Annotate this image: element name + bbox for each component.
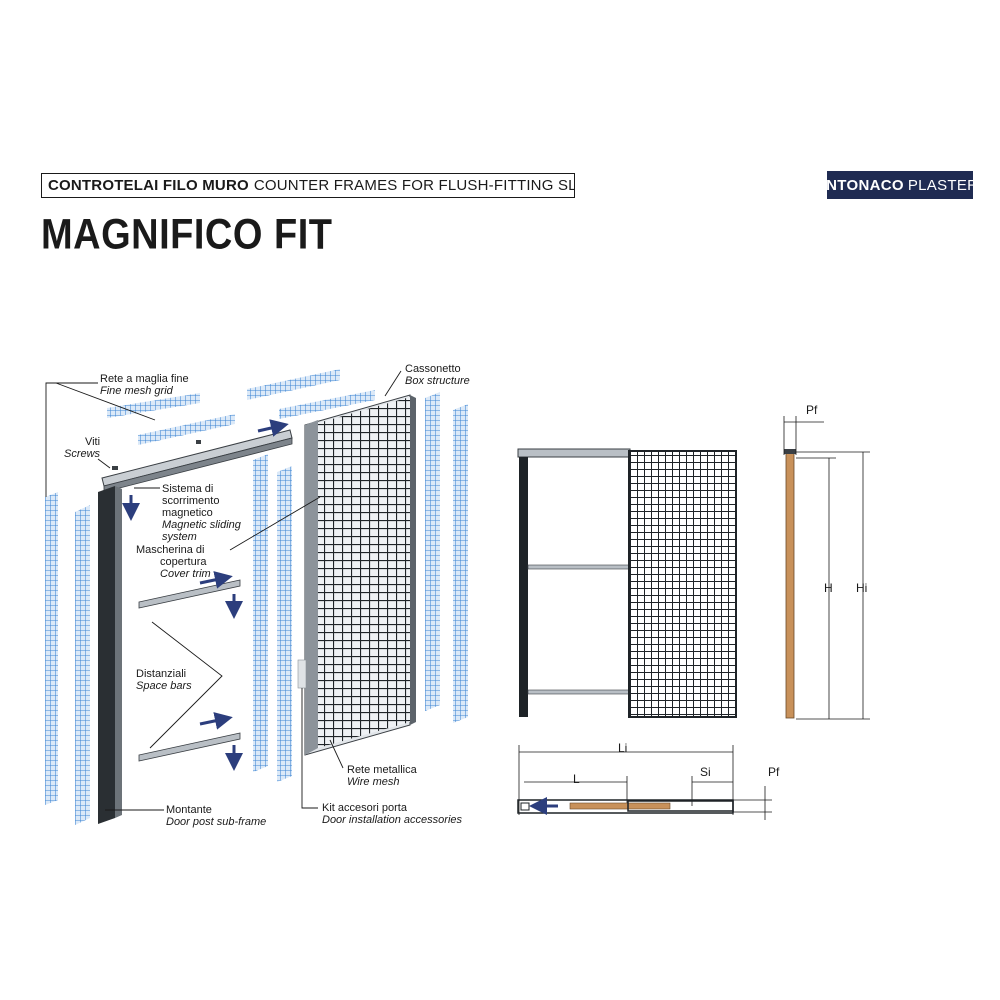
motion-arrows (122, 419, 289, 771)
dim-hi: Hi (856, 581, 868, 595)
category-title-it: CONTROTELAI FILO MURO (48, 177, 249, 194)
label-fine-mesh-it: Rete a maglia fine (100, 373, 189, 385)
dim-si: Si (700, 765, 711, 779)
fine-mesh-strips-top (107, 369, 375, 445)
leader-lines (45, 370, 402, 811)
fine-mesh-strips-right (425, 392, 468, 723)
badge-label-en: PLASTER (907, 176, 979, 194)
label-screws-en: Screws (64, 448, 101, 460)
label-space-bars-en: Space bars (136, 680, 192, 692)
fine-mesh-strips-left (45, 492, 90, 825)
fine-mesh-strips-middle (253, 454, 292, 782)
label-door-post-it: Montante (166, 804, 212, 816)
label-fine-mesh-en: Fine mesh grid (100, 385, 173, 397)
front-elevation (517, 448, 737, 718)
product-title: MAGNIFICO FIT (41, 211, 333, 259)
badge-label-it: INTONACO (821, 176, 904, 194)
label-cover-trim: Mascherina di copertura Cover trim (136, 544, 211, 580)
door-post (98, 486, 122, 824)
label-sliding-en-2: system (162, 531, 197, 543)
label-accessories-en: Door installation accessories (322, 814, 463, 826)
label-sliding-en-1: Magnetic sliding (162, 519, 241, 531)
label-wire-mesh-it: Rete metallica (347, 764, 417, 776)
label-cover-trim-it-1: Mascherina di (136, 544, 205, 556)
category-banner: CONTROTELAI FILO MURO COUNTER FRAMES FOR… (41, 173, 575, 198)
box-structure (297, 394, 416, 756)
dim-pf-bottom: Pf (768, 765, 780, 779)
label-cover-trim-en: Cover trim (160, 568, 211, 580)
label-wire-mesh: Rete metallica Wire mesh (347, 764, 417, 788)
label-space-bars-it: Distanziali (136, 668, 187, 680)
label-cover-trim-it-2: copertura (160, 556, 207, 568)
label-sliding-system: Sistema di scorrimento magnetico Magneti… (162, 483, 241, 543)
label-wire-mesh-en: Wire mesh (347, 776, 400, 788)
label-box-structure: Cassonetto Box structure (405, 363, 470, 387)
label-sliding-it-3: magnetico (162, 507, 213, 519)
plan-view (517, 797, 734, 815)
dim-l: L (573, 772, 580, 786)
label-space-bars: Distanziali Space bars (136, 668, 192, 692)
label-screws-it: Viti (84, 436, 101, 448)
label-door-post: Montante Door post sub-frame (166, 804, 266, 828)
label-accessories: Kit accesori porta Door installation acc… (322, 802, 462, 826)
label-fine-mesh: Rete a maglia fine Fine mesh grid (100, 373, 189, 397)
side-section (784, 449, 796, 719)
label-sliding-it-2: scorrimento (162, 495, 220, 507)
category-title-en: COUNTER FRAMES FOR FLUSH-FITTING SLIDING… (253, 177, 574, 194)
plaster-badge: INTONACO PLASTER (822, 171, 978, 199)
label-box-it: Cassonetto (405, 363, 461, 375)
label-sliding-it-1: Sistema di (162, 483, 214, 495)
label-screws: Viti Screws (64, 436, 100, 460)
label-door-post-en: Door post sub-frame (166, 816, 267, 828)
label-box-en: Box structure (405, 375, 470, 387)
dim-h: H (824, 581, 833, 595)
dim-li: Li (618, 741, 628, 755)
dim-pf-top: Pf (806, 403, 818, 417)
label-accessories-it: Kit accesori porta (322, 802, 407, 814)
